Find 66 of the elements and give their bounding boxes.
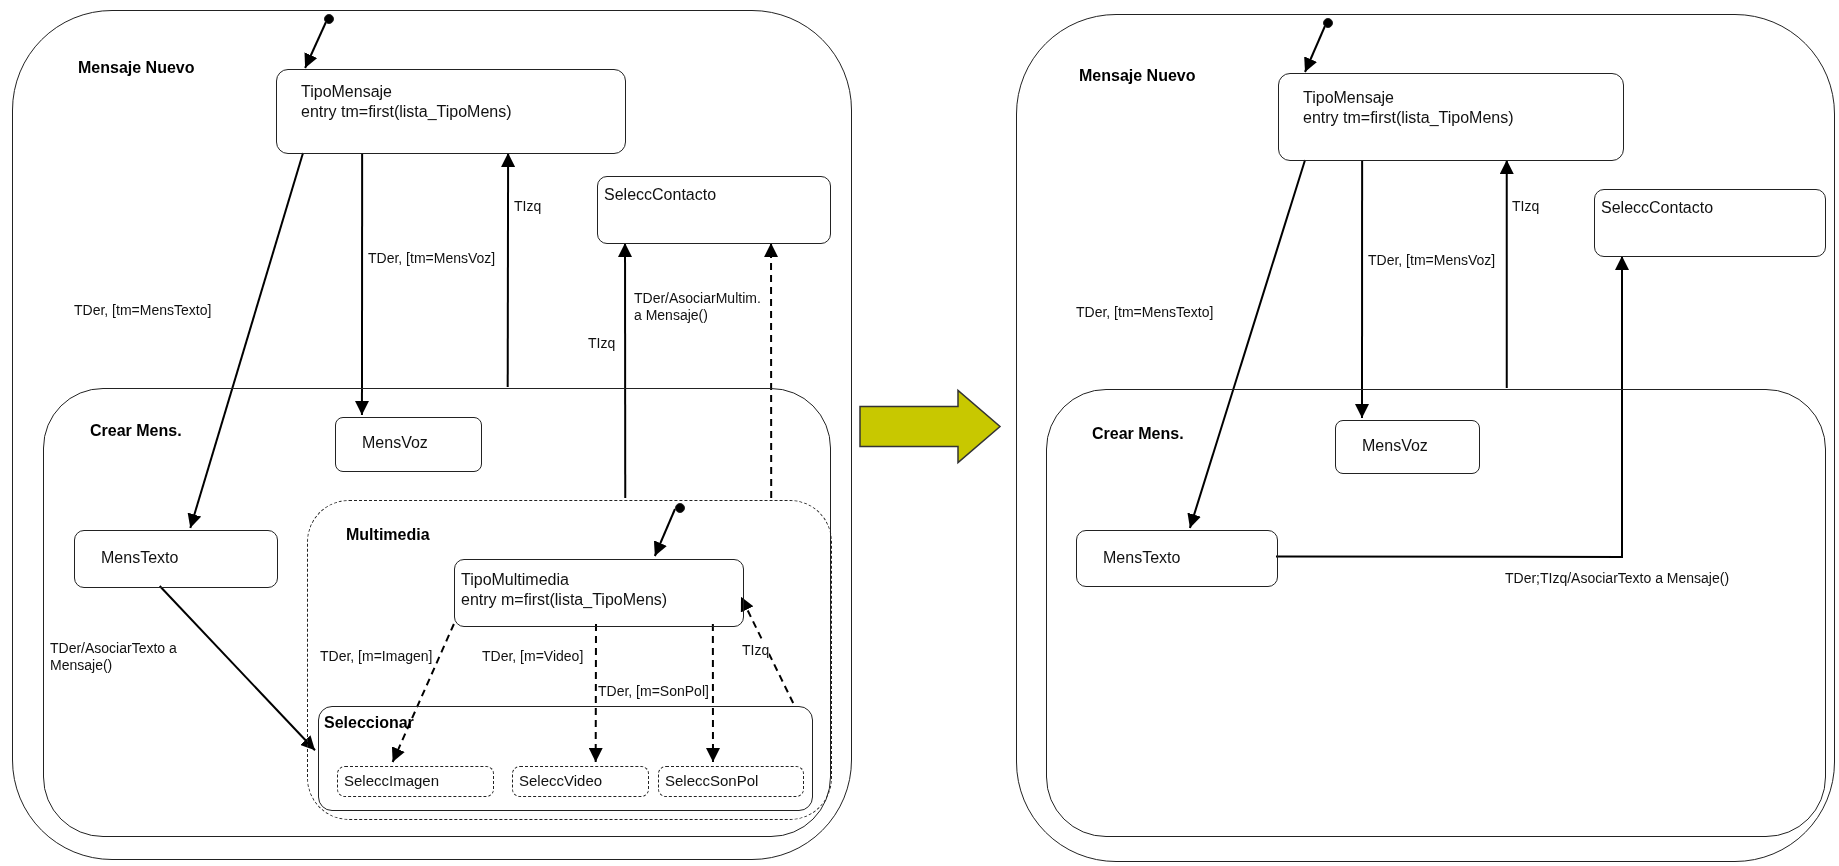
block-arrow [859, 388, 1002, 465]
edge-label: TIzq [588, 335, 616, 352]
dashed-transition-arrow [705, 623, 720, 763]
transition-arrow [1499, 159, 1514, 389]
state-name: MensVoz [362, 433, 428, 453]
state-name: SeleccContacto [604, 185, 717, 205]
state-name: MensTexto [101, 548, 179, 568]
dashed-transition-arrow [764, 242, 779, 499]
composite-state [318, 706, 813, 811]
state-title: Mensaje Nuevo [1079, 67, 1196, 85]
state-box [335, 417, 482, 472]
transition-arrow [618, 242, 633, 499]
state-box [1076, 530, 1278, 587]
edge-label: TDer, [tm=MensVoz] [368, 250, 496, 267]
edge-label: TDer, [m=SonPol] [598, 683, 709, 700]
entry-action: entry m=first(lista_TipoMens) [461, 590, 668, 610]
dashed-state-box [512, 766, 649, 797]
edge-label: TDer, [m=Imagen] [320, 648, 433, 665]
state-name: MensVoz [1362, 436, 1428, 456]
state-box [1278, 73, 1624, 161]
transition-arrow [1355, 159, 1369, 419]
state-name: SeleccContacto [1601, 198, 1714, 218]
transition-arrow [1187, 159, 1307, 529]
edge-label: TDer, [tm=MensTexto] [1076, 304, 1214, 321]
dashed-state-box [337, 766, 494, 797]
edge-label: TDer, [tm=MensVoz] [1368, 252, 1496, 269]
state-name: TipoMensaje [301, 82, 393, 102]
initial-state-dot [1323, 18, 1333, 28]
state-name: TipoMensaje [1303, 88, 1395, 108]
state-title: Mensaje Nuevo [78, 59, 195, 77]
state-title: Crear Mens. [90, 422, 182, 440]
transition-arrow [354, 152, 369, 416]
state-box [276, 69, 626, 154]
state-name: MensTexto [1103, 548, 1181, 568]
initial-state-dot [675, 503, 685, 513]
dashed-transition-arrow [740, 595, 795, 704]
state-name: SeleccVideo [519, 771, 603, 791]
entry-action: entry tm=first(lista_TipoMens) [1303, 108, 1514, 128]
transition-arrow [1304, 25, 1326, 73]
edge-label: TIzq [742, 642, 770, 659]
state-box [1594, 189, 1826, 257]
state-name: SeleccSonPol [665, 771, 759, 791]
edge-label: TIzq [514, 198, 542, 215]
entry-action: entry tm=first(lista_TipoMens) [301, 102, 512, 122]
state-title: Crear Mens. [1092, 425, 1184, 443]
state-box [74, 530, 278, 588]
state-box [454, 559, 744, 627]
edge-label: TDer, [m=Video] [482, 648, 584, 665]
dashed-transition-arrow [391, 623, 455, 763]
transition-arrow [187, 152, 304, 529]
state-title: Seleccionar [324, 714, 414, 732]
dashed-state-box [658, 766, 804, 797]
transition-arrow [1275, 255, 1629, 558]
transition-arrow [158, 585, 316, 752]
state-name: TipoMultimedia [461, 570, 570, 590]
state-box [1335, 420, 1480, 474]
state-name: SeleccImagen [344, 771, 440, 791]
state-title: Multimedia [346, 526, 430, 544]
transition-arrow [653, 508, 676, 557]
state-box [597, 176, 831, 244]
dashed-transition-arrow [588, 623, 603, 763]
initial-state-dot [324, 14, 334, 24]
edge-label: TIzq [1512, 198, 1540, 215]
transition-arrow [501, 152, 516, 388]
edge-label: TDer, [tm=MensTexto] [74, 302, 212, 319]
transition-arrow [304, 21, 327, 69]
